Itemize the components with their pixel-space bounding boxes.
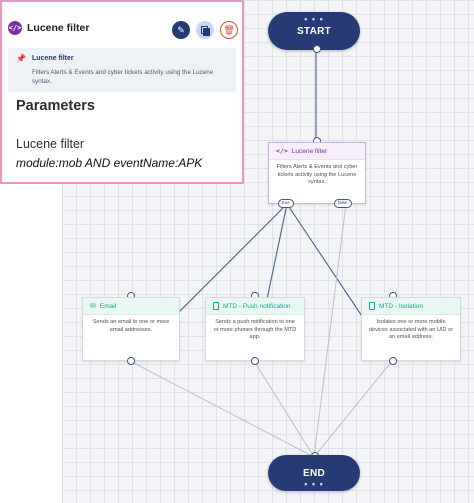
email-node-description: Sends an email to one or more email addr… (92, 319, 170, 333)
info-title: Lucene filter (32, 55, 74, 62)
copy-icon (201, 25, 210, 36)
push-notification-action-node[interactable]: MTD - Push notification Sends a push not… (205, 297, 305, 361)
start-node[interactable]: • • • START (268, 12, 360, 50)
push-to-end-edge (253, 360, 315, 458)
delete-icon: 🗑 (223, 24, 235, 35)
email-action-node[interactable]: ✉ Email Sends an email to one or more em… (82, 297, 180, 361)
isolation-action-node[interactable]: MTD - Isolation Isolates one or more mob… (361, 297, 461, 361)
edit-icon: ✎ (177, 24, 185, 35)
isolation-output-port[interactable] (389, 357, 397, 365)
email-icon: ✉ (90, 303, 96, 310)
end-label: END (302, 467, 325, 479)
parameters-heading: Parameters (16, 98, 95, 114)
email-node-title: Email (99, 302, 117, 310)
phone-icon (213, 302, 219, 310)
drag-handle-icon[interactable]: • • • (304, 14, 324, 24)
filter-node-title: Lucene filter (291, 147, 328, 155)
push-output-port[interactable] (251, 357, 259, 365)
lucene-filter-label: Lucene filter (16, 137, 85, 151)
email-to-end-edge (129, 360, 315, 458)
false-to-end-edge (313, 203, 347, 458)
node-info-box: 📌 Lucene filter Filters Alerts & Events … (8, 48, 236, 92)
edit-button[interactable]: ✎ (172, 21, 190, 39)
push-node-description: Sends a push notification to one or more… (213, 319, 297, 341)
false-output-port[interactable]: false (334, 199, 352, 208)
code-icon: </> (8, 21, 22, 35)
isolation-to-end-edge (313, 360, 393, 458)
panel-title: Lucene filter (27, 22, 90, 34)
email-output-port[interactable] (127, 357, 135, 365)
drag-handle-icon[interactable]: • • • (304, 479, 324, 489)
node-details-panel: </> Lucene filter ✎ 🗑 📌 Lucene filter Fi… (0, 0, 244, 184)
true-output-port[interactable]: true (278, 199, 294, 208)
pin-icon: 📌 (16, 54, 26, 63)
panel-header: </> Lucene filter (8, 21, 89, 35)
start-label: START (296, 25, 332, 37)
code-icon: </> (276, 147, 288, 155)
push-node-title: MTD - Push notification (223, 302, 291, 310)
start-output-port[interactable] (313, 45, 321, 53)
delete-button[interactable]: 🗑 (220, 21, 238, 39)
lucene-query-value: module:mob AND eventName:APK (16, 156, 203, 170)
isolation-node-description: Isolates one or more mobile devices asso… (368, 319, 454, 341)
filter-node-description: Filters Alerts & Events and cyber ticket… (276, 164, 358, 186)
lucene-filter-node[interactable]: </> Lucene filter Filters Alerts & Event… (268, 142, 366, 204)
info-description: Filters Alerts & Events and cyber ticket… (32, 69, 214, 86)
isolation-node-title: MTD - Isolation (379, 302, 424, 310)
phone-icon (369, 302, 375, 310)
copy-button[interactable] (196, 21, 214, 39)
end-node[interactable]: END • • • (268, 455, 360, 491)
